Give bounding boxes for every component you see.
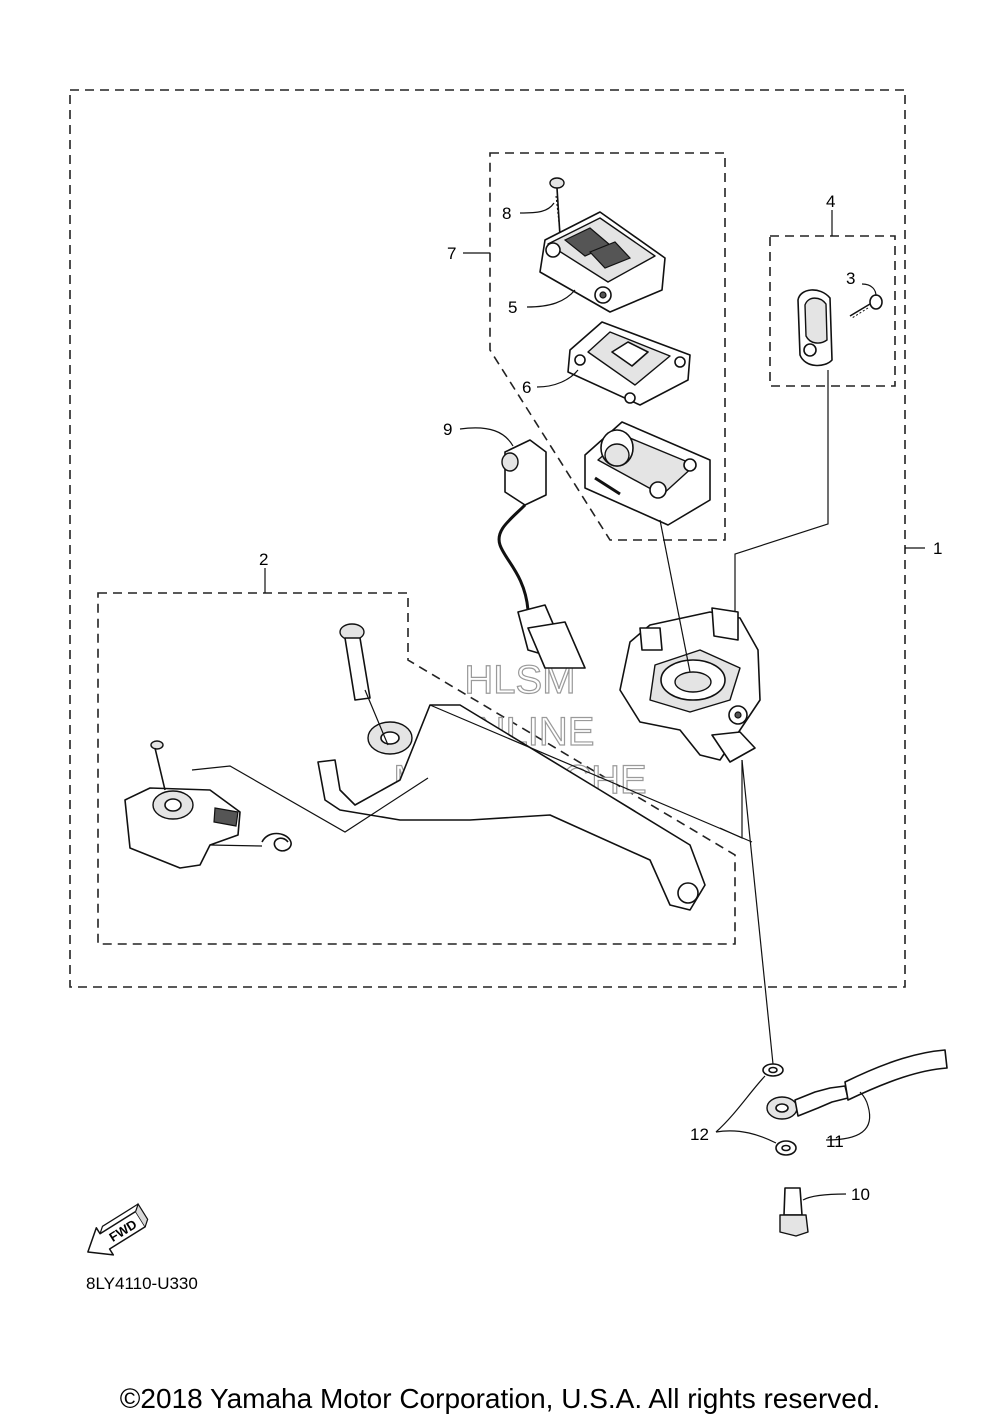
callout-3: 3 xyxy=(846,269,855,288)
leader-lines xyxy=(191,202,925,1201)
part-4-holder xyxy=(797,289,833,367)
callout-8: 8 xyxy=(502,204,511,223)
diagram-code: 8LY4110-U330 xyxy=(86,1274,198,1293)
callout-7: 7 xyxy=(447,244,456,263)
part-2-lever-assy xyxy=(124,623,706,911)
part-6-diaphragm xyxy=(567,321,691,406)
part-1-master-cylinder xyxy=(619,607,761,763)
callout-6: 6 xyxy=(522,378,531,397)
callout-11: 11 xyxy=(826,1132,844,1151)
assembly-2-boundary xyxy=(97,592,736,945)
callout-9: 9 xyxy=(443,420,452,439)
callout-5: 5 xyxy=(508,298,517,317)
assembly-1-boundary xyxy=(69,89,906,988)
callout-10: 10 xyxy=(851,1185,870,1204)
fwd-arrow-icon: FWD xyxy=(87,1202,149,1256)
copyright-notice: ©2018 Yamaha Motor Corporation, U.S.A. A… xyxy=(120,1383,880,1414)
assembly-4-boundary xyxy=(769,235,896,387)
part-11-brake-hose xyxy=(766,1049,948,1120)
callout-4: 4 xyxy=(826,192,835,211)
part-5-reservoir-cap xyxy=(539,211,666,313)
part-12-washer-upper xyxy=(762,1063,784,1077)
callout-1: 1 xyxy=(933,539,942,558)
part-10-union-bolt xyxy=(779,1187,809,1237)
part-7-reservoir-body xyxy=(584,421,711,526)
part-12-washer-lower xyxy=(775,1140,797,1156)
part-9-brake-switch xyxy=(497,439,586,669)
callout-12: 12 xyxy=(690,1125,709,1144)
part-8-screw xyxy=(549,177,565,237)
callout-2: 2 xyxy=(259,550,268,569)
part-3-bolt xyxy=(849,294,883,319)
assembly-7-boundary xyxy=(489,152,726,541)
